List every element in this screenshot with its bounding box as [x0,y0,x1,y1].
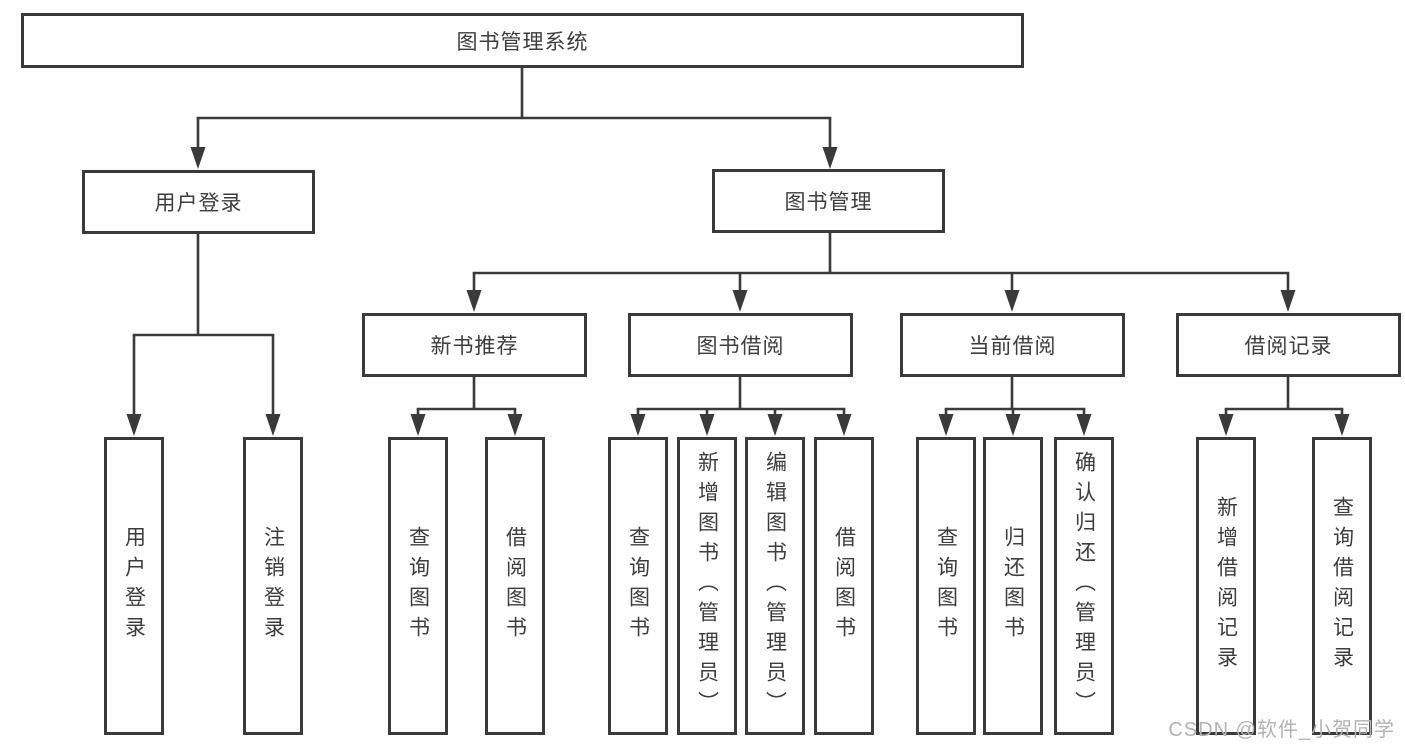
leaf-query-books-borrow: 查询图书 [608,437,668,735]
leaf-label: 借阅图书 [832,526,856,646]
node-borrowing-records: 借阅记录 [1176,313,1401,377]
node-label: 借阅记录 [1244,335,1333,358]
leaf-label: 归还图书 [1001,526,1025,646]
node-new-book-recommendation: 新书推荐 [362,313,587,377]
leaf-query-borrow-record: 查询借阅记录 [1312,437,1372,735]
node-label: 新书推荐 [430,335,519,358]
leaf-edit-books-admin: 编辑图书（管理员） [745,437,805,735]
node-user-login: 用户登录 [82,170,315,234]
node-book-management: 图书管理 [712,169,945,233]
leaf-query-books-current: 查询图书 [916,437,976,735]
node-book-borrowing: 图书借阅 [628,313,853,377]
leaf-add-borrow-record: 新增借阅记录 [1196,437,1256,735]
leaf-label: 新增借阅记录 [1214,496,1238,676]
leaf-borrow-books-recommend: 借阅图书 [485,437,545,735]
leaf-label: 查询借阅记录 [1330,496,1354,676]
leaf-label: 注销登录 [261,526,285,646]
leaf-return-books: 归还图书 [983,437,1043,735]
node-library-management-system: 图书管理系统 [21,13,1024,68]
watermark: CSDN @软件_小贺同学 [1168,719,1395,741]
node-current-borrowing: 当前借阅 [900,313,1125,377]
leaf-label: 查询图书 [406,526,430,646]
leaf-label: 新增图书（管理员） [695,451,719,721]
leaf-add-books-admin: 新增图书（管理员） [677,437,737,735]
leaf-label: 查询图书 [626,526,650,646]
leaf-label: 用户登录 [122,526,146,646]
node-label: 当前借阅 [968,335,1057,358]
leaf-label: 查询图书 [934,526,958,646]
leaf-label: 确认归还（管理员） [1072,451,1096,721]
leaf-confirm-return-admin: 确认归还（管理员） [1054,437,1114,735]
leaf-query-books-recommend: 查询图书 [388,437,448,735]
leaf-logout: 注销登录 [243,437,303,735]
node-label: 用户登录 [154,192,243,215]
leaf-label: 借阅图书 [503,526,527,646]
leaf-borrow-books: 借阅图书 [814,437,874,735]
leaf-label: 编辑图书（管理员） [763,451,787,721]
node-label: 图书管理 [784,191,873,214]
node-label: 图书管理系统 [456,30,589,54]
leaf-user-login: 用户登录 [104,437,164,735]
node-label: 图书借阅 [696,335,785,358]
